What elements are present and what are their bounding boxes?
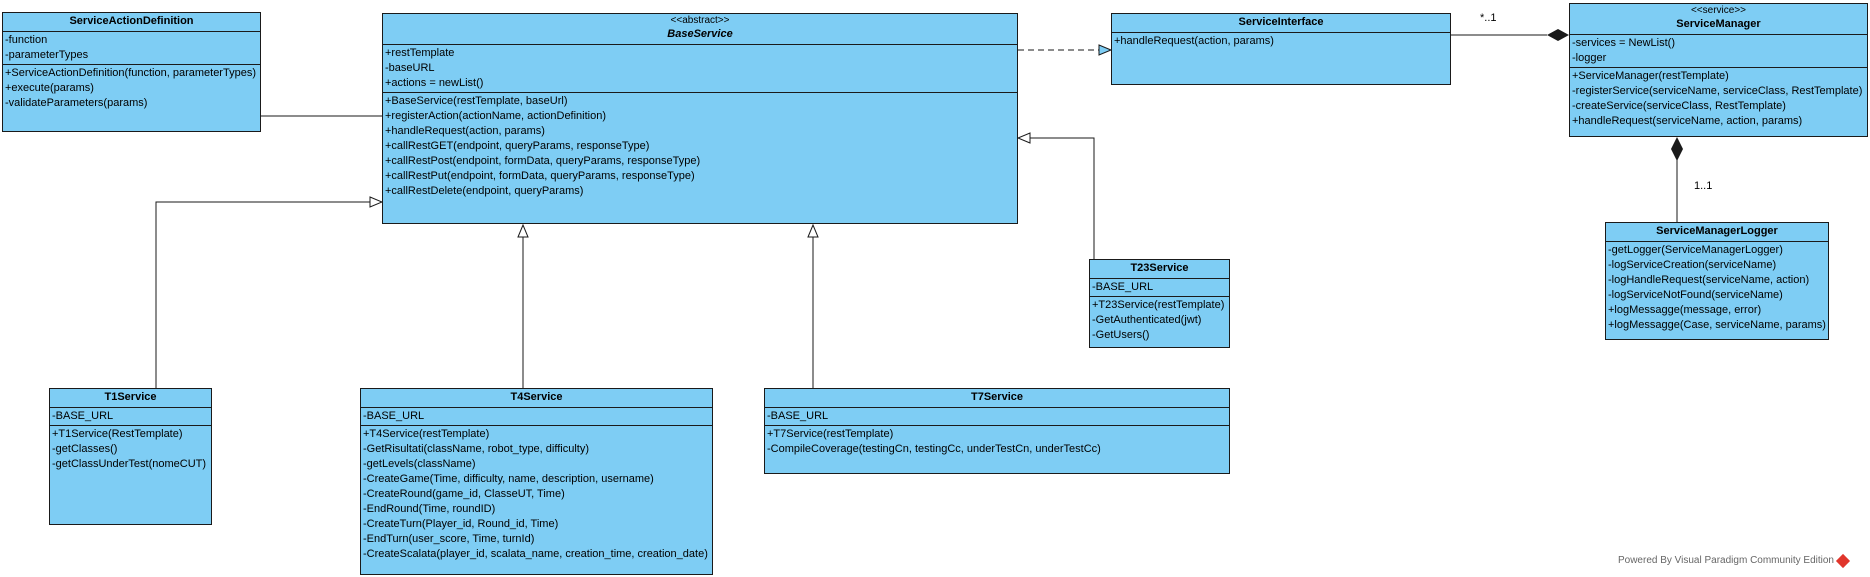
- attributes-section: -BASE_URL: [1090, 279, 1229, 297]
- method: -CreateTurn(Player_id, Round_id, Time): [363, 518, 559, 530]
- class-name: T7Service: [971, 391, 1023, 403]
- class-service-interface[interactable]: ServiceInterface +handleRequest(action, …: [1111, 13, 1451, 85]
- attribute: +restTemplate: [385, 47, 455, 59]
- class-service-action-definition[interactable]: ServiceActionDefinition -function -param…: [2, 12, 261, 132]
- methods-section: +ServiceActionDefinition(function, param…: [3, 65, 260, 112]
- method: +callRestPut(endpoint, formData, queryPa…: [385, 170, 695, 182]
- method: -getClassUnderTest(nomeCUT): [52, 458, 207, 470]
- method: +logMessagge(message, error): [1608, 304, 1762, 316]
- attribute: -BASE_URL: [767, 410, 829, 422]
- attributes-section: -BASE_URL: [50, 408, 211, 426]
- method: -GetUsers(): [1092, 329, 1150, 341]
- method: -CreateGame(Time, difficulty, name, desc…: [363, 473, 654, 485]
- methods-section: +T4Service(restTemplate) -GetRisultati(c…: [361, 426, 712, 563]
- methods-section: +BaseService(restTemplate, baseUrl) +reg…: [383, 93, 1017, 200]
- attribute: -BASE_URL: [1092, 281, 1154, 293]
- method: -CreateScalata(player_id, scalata_name, …: [363, 548, 708, 560]
- method: -EndRound(Time, roundID): [363, 503, 496, 515]
- method: +callRestGET(endpoint, queryParams, resp…: [385, 140, 650, 152]
- stereotype-label: <<service>>: [1690, 5, 1747, 16]
- attribute: -logger: [1572, 52, 1607, 64]
- method: +callRestPost(endpoint, formData, queryP…: [385, 155, 701, 167]
- class-t23-service[interactable]: T23Service -BASE_URL +T23Service(restTem…: [1089, 259, 1230, 348]
- method: -getClasses(): [52, 443, 118, 455]
- method: -logHandleRequest(serviceName, action): [1608, 274, 1810, 286]
- method: +callRestDelete(endpoint, queryParams): [385, 185, 584, 197]
- methods-section: +handleRequest(action, params): [1112, 33, 1450, 50]
- class-name: BaseService: [667, 28, 733, 40]
- attribute: -services = NewList(): [1572, 37, 1675, 49]
- class-name: ServiceInterface: [1238, 16, 1324, 28]
- method: -getLevels(className): [363, 458, 476, 470]
- class-name: ServiceManagerLogger: [1656, 225, 1778, 237]
- method: -logServiceNotFound(serviceName): [1608, 289, 1783, 301]
- method: -CreateRound(game_id, ClasseUT, Time): [363, 488, 565, 500]
- method: -getLogger(ServiceManagerLogger): [1608, 244, 1783, 256]
- method: -createService(serviceClass, RestTemplat…: [1572, 100, 1786, 112]
- method: +ServiceActionDefinition(function, param…: [5, 67, 256, 79]
- method: +handleRequest(serviceName, action, para…: [1572, 115, 1803, 127]
- method: +execute(params): [5, 82, 94, 94]
- class-name: ServiceManager: [1676, 18, 1761, 30]
- visual-paradigm-logo-icon: [1835, 553, 1851, 568]
- method: +T1Service(RestTemplate): [52, 428, 183, 440]
- methods-section: -getLogger(ServiceManagerLogger) -logSer…: [1606, 242, 1828, 334]
- attribute: +actions = newList(): [385, 77, 484, 89]
- methods-section: +T7Service(restTemplate) -CompileCoverag…: [765, 426, 1229, 458]
- method: +handleRequest(action, params): [1114, 35, 1274, 47]
- class-base-service[interactable]: <<abstract>> BaseService +restTemplate -…: [382, 13, 1018, 224]
- methods-section: +ServiceManager(restTemplate) -registerS…: [1570, 68, 1867, 130]
- attributes-section: -services = NewList() -logger: [1570, 35, 1867, 68]
- method: -registerService(serviceName, serviceCla…: [1572, 85, 1863, 97]
- composition-diamond-manager: [1547, 29, 1569, 41]
- method: -logServiceCreation(serviceName): [1608, 259, 1777, 271]
- class-name: T23Service: [1130, 262, 1189, 274]
- method: +T23Service(restTemplate): [1092, 299, 1225, 311]
- method: +T7Service(restTemplate): [767, 428, 894, 440]
- method: +ServiceManager(restTemplate): [1572, 70, 1729, 82]
- stereotype-label: <<abstract>>: [670, 15, 730, 26]
- method: -GetRisultati(className, robot_type, dif…: [363, 443, 589, 455]
- class-name: T4Service: [510, 391, 563, 403]
- method: +T4Service(restTemplate): [363, 428, 490, 440]
- class-service-manager[interactable]: <<service>> ServiceManager -services = N…: [1569, 3, 1868, 137]
- class-name: ServiceActionDefinition: [69, 15, 194, 27]
- generalization-t1: [155, 202, 382, 388]
- attribute: -parameterTypes: [5, 49, 89, 61]
- attributes-section: +restTemplate -baseURL +actions = newLis…: [383, 45, 1017, 93]
- footer-text: Powered By Visual Paradigm Community Edi…: [1617, 555, 1834, 566]
- class-t4-service[interactable]: T4Service -BASE_URL +T4Service(restTempl…: [360, 388, 713, 575]
- attributes-section: -BASE_URL: [765, 408, 1229, 426]
- attribute: -BASE_URL: [52, 410, 114, 422]
- method: +handleRequest(action, params): [385, 125, 545, 137]
- methods-section: +T23Service(restTemplate) -GetAuthentica…: [1090, 297, 1229, 344]
- attributes-section: -function -parameterTypes: [3, 32, 260, 65]
- method: -EndTurn(user_score, Time, turnId): [363, 533, 535, 545]
- multiplicity-manager-logger: 1..1: [1694, 180, 1713, 192]
- attribute: -function: [5, 34, 48, 46]
- method: -CompileCoverage(testingCn, testingCc, u…: [767, 443, 1101, 455]
- method: +registerAction(actionName, actionDefini…: [385, 110, 607, 122]
- class-name: T1Service: [104, 391, 157, 403]
- method: -GetAuthenticated(jwt): [1092, 314, 1202, 326]
- method: +logMessagge(Case, serviceName, params): [1608, 319, 1826, 331]
- class-t1-service[interactable]: T1Service -BASE_URL +T1Service(RestTempl…: [49, 388, 212, 525]
- generalization-t23: [1018, 138, 1095, 259]
- multiplicity-interface-manager: *..1: [1480, 12, 1497, 24]
- class-t7-service[interactable]: T7Service -BASE_URL +T7Service(restTempl…: [764, 388, 1230, 474]
- powered-by-footer: Powered By Visual Paradigm Community Edi…: [1617, 553, 1851, 568]
- composition-diamond-logger: [1671, 137, 1683, 161]
- attribute: -baseURL: [385, 62, 435, 74]
- method: +BaseService(restTemplate, baseUrl): [385, 95, 568, 107]
- attributes-section: -BASE_URL: [361, 408, 712, 426]
- methods-section: +T1Service(RestTemplate) -getClasses() -…: [50, 426, 211, 473]
- attribute: -BASE_URL: [363, 410, 425, 422]
- class-service-manager-logger[interactable]: ServiceManagerLogger -getLogger(ServiceM…: [1605, 222, 1829, 340]
- method: -validateParameters(params): [5, 97, 148, 109]
